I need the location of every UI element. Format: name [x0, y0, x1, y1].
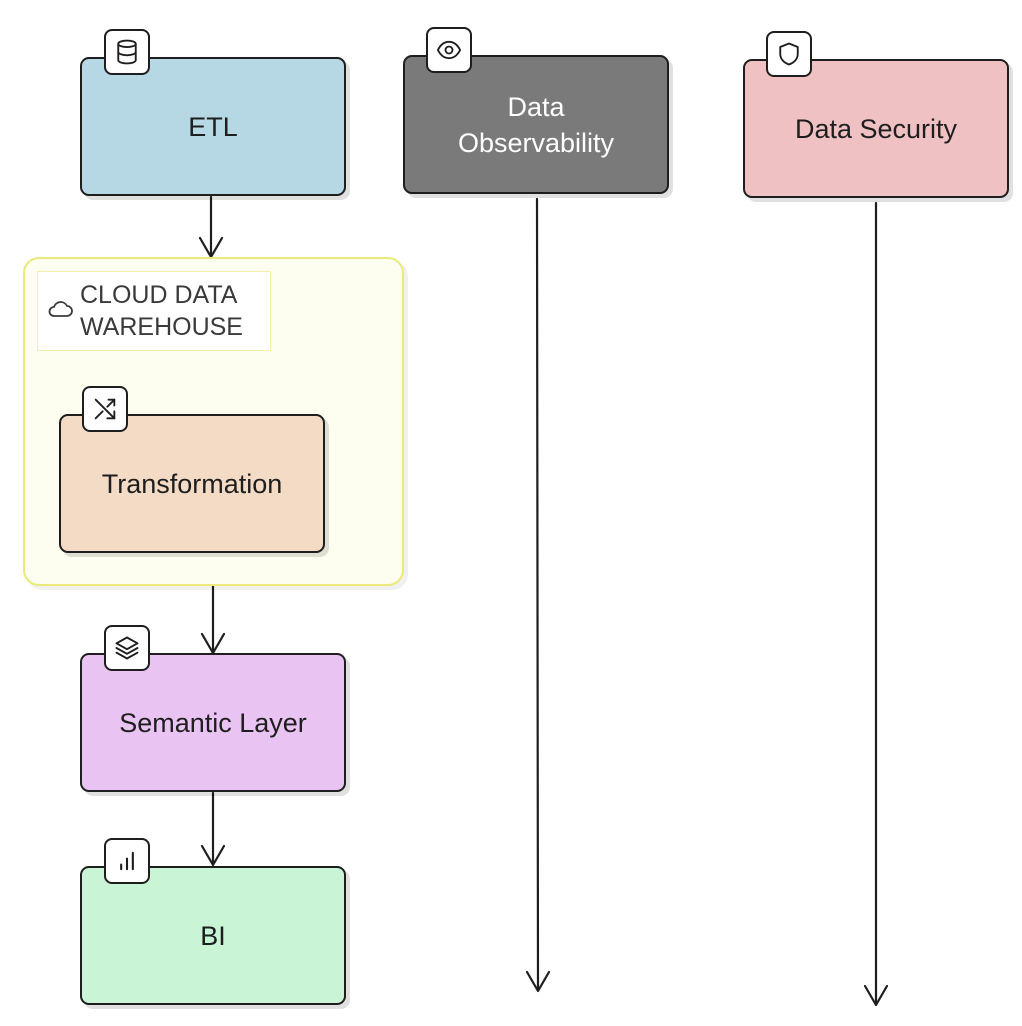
- group-title: CLOUD DATA WAREHOUSE: [80, 279, 260, 343]
- group-title-box: CLOUD DATA WAREHOUSE: [37, 271, 271, 351]
- node-data-observability-label: Data Observability: [458, 89, 614, 161]
- observability-label-line-1: Data: [507, 91, 565, 122]
- bar-chart-icon: [104, 838, 150, 884]
- observability-label-line-2: Observability: [457, 127, 615, 158]
- node-semantic-layer[interactable]: Semantic Layer: [80, 653, 346, 792]
- arrow-semantic-to-bi: [200, 791, 226, 867]
- group-title-line-2: WAREHOUSE: [80, 313, 243, 341]
- node-bi-label: BI: [200, 920, 226, 951]
- node-etl[interactable]: ETL: [80, 57, 346, 196]
- group-title-line-1: CLOUD DATA: [80, 281, 238, 309]
- arrow-warehouse-to-semantic: [200, 584, 226, 655]
- database-icon: [104, 29, 150, 75]
- shield-icon: [766, 31, 812, 77]
- node-etl-label: ETL: [188, 111, 238, 142]
- node-transformation[interactable]: Transformation: [59, 414, 325, 553]
- arrow-security-down: [863, 201, 889, 1007]
- node-bi[interactable]: BI: [80, 866, 346, 1005]
- shuffle-icon: [82, 386, 128, 432]
- node-data-security-label: Data Security: [794, 113, 958, 144]
- node-data-security[interactable]: Data Security: [743, 59, 1009, 198]
- node-data-observability[interactable]: Data Observability: [403, 55, 669, 194]
- node-semantic-layer-label: Semantic Layer: [119, 707, 307, 738]
- layers-icon: [104, 625, 150, 671]
- cloud-icon: [46, 297, 80, 326]
- arrow-observability-down: [525, 197, 551, 993]
- node-transformation-label: Transformation: [101, 468, 283, 499]
- eye-icon: [426, 27, 472, 73]
- arrow-etl-to-warehouse: [198, 195, 224, 259]
